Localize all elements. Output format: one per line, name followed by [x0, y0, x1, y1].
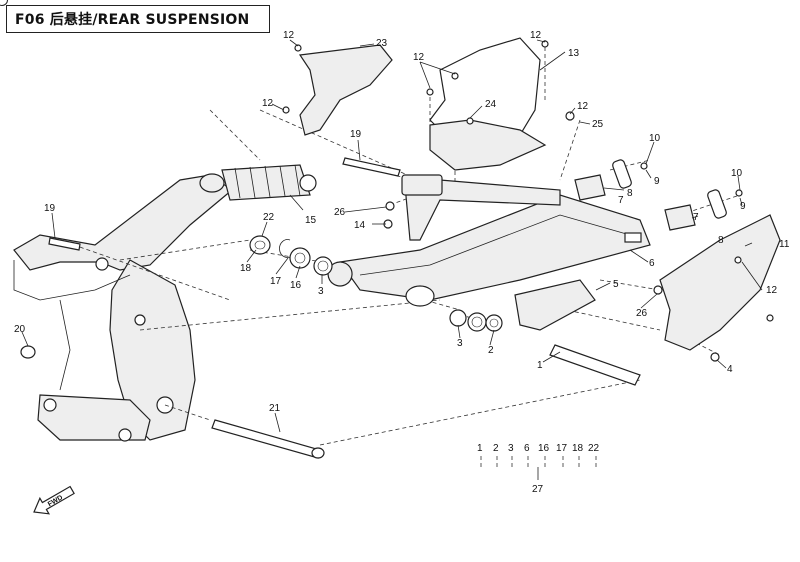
callout-18: 18 [240, 263, 252, 274]
callout-25: 25 [592, 119, 604, 130]
callout-7: 7 [618, 195, 624, 206]
kit-bracket [480, 456, 597, 480]
callout-9: 9 [654, 176, 660, 187]
kit-member-18: 18 [572, 443, 584, 454]
callout-10: 10 [731, 168, 743, 179]
callout-13: 13 [568, 48, 580, 59]
callout-11: 11 [779, 239, 790, 250]
callout-24: 24 [485, 99, 497, 110]
kit-member-6: 6 [524, 443, 530, 454]
callout-3: 3 [457, 338, 463, 349]
callout-19: 19 [350, 129, 362, 140]
swing-arm [327, 174, 651, 331]
leader-lines [21, 39, 763, 433]
callout-8: 8 [627, 188, 633, 199]
callout-19: 19 [44, 203, 56, 214]
callout-12: 12 [577, 101, 589, 112]
callout-5: 5 [613, 279, 619, 290]
callout-12: 12 [413, 52, 425, 63]
callout-labels: 12 23 12 12 12 13 24 12 25 10 9 8 7 10 9… [14, 30, 790, 414]
axle-adjusters [574, 159, 727, 231]
upper-bracket [298, 44, 393, 136]
kit-member-16: 16 [538, 443, 550, 454]
callout-14: 14 [354, 220, 366, 231]
callout-10: 10 [649, 133, 661, 144]
kit-total-27: 27 [532, 484, 544, 495]
bearings [20, 235, 503, 359]
kit-member-22: 22 [588, 443, 600, 454]
callout-22: 22 [263, 212, 275, 223]
callout-12: 12 [283, 30, 295, 41]
chain-guide [514, 279, 596, 331]
shock-absorber [199, 164, 317, 201]
title-box: F06 后悬挂/REAR SUSPENSION [6, 5, 270, 33]
fwd-arrow: FWD [33, 485, 75, 515]
callout-26: 26 [636, 308, 648, 319]
callout-17: 17 [270, 276, 282, 287]
callout-7: 7 [693, 212, 699, 223]
kit-group: 1 2 3 6 16 17 18 22 27 [477, 443, 600, 495]
kit-member-17: 17 [556, 443, 568, 454]
callout-2: 2 [488, 345, 494, 356]
callout-3: 3 [318, 286, 324, 297]
callout-26: 26 [334, 207, 346, 218]
chain-guard [659, 214, 781, 351]
callout-12: 12 [530, 30, 542, 41]
small-fasteners [282, 40, 774, 362]
callout-4: 4 [727, 364, 733, 375]
callout-15: 15 [305, 215, 317, 226]
callout-6: 6 [649, 258, 655, 269]
rear-fender [429, 37, 547, 171]
kit-member-3: 3 [508, 443, 514, 454]
fwd-label: FWD [47, 494, 64, 508]
shafts [48, 157, 641, 459]
kit-member-2: 2 [493, 443, 499, 454]
kit-member-1: 1 [477, 443, 483, 454]
callout-9: 9 [740, 201, 746, 212]
frame-outline [13, 174, 233, 442]
callout-12: 12 [262, 98, 274, 109]
callout-1: 1 [537, 360, 543, 371]
callout-23: 23 [376, 38, 388, 49]
callout-20: 20 [14, 324, 26, 335]
page-title: F06 后悬挂/REAR SUSPENSION [15, 12, 250, 28]
callout-21: 21 [269, 403, 281, 414]
callout-16: 16 [290, 280, 302, 291]
callout-12: 12 [766, 285, 778, 296]
callout-8: 8 [718, 235, 724, 246]
